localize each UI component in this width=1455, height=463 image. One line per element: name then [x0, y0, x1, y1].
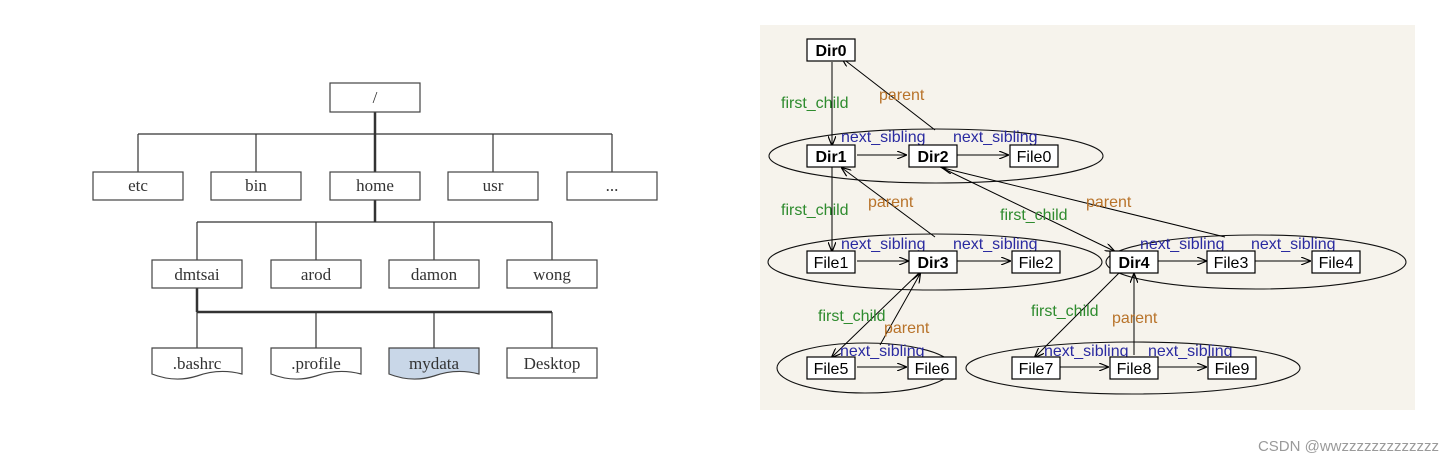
tree-node-label: ... [606, 176, 619, 195]
edge-label-next-sibling: next_sibling [953, 236, 1038, 253]
tree-node-bin: bin [210, 171, 302, 201]
tree-node-label: .profile [291, 354, 341, 373]
node-file8: File8 [1109, 356, 1159, 380]
edge-label-parent: parent [879, 87, 925, 104]
edge-label-next-sibling: next_sibling [1251, 236, 1336, 253]
edge-label-next-sibling: next_sibling [1148, 343, 1233, 360]
node-label: File0 [1017, 149, 1052, 166]
tree-node-root: / [329, 82, 421, 113]
node-file4: File4 [1311, 250, 1361, 274]
tree-node-profile: .profile [270, 347, 362, 380]
node-label: File4 [1319, 255, 1354, 272]
node-label: Dir0 [815, 43, 846, 60]
tree-node-mydata: mydata [388, 347, 480, 380]
edge-label-first-child: first_child [781, 95, 849, 112]
node-file2: File2 [1011, 250, 1061, 274]
edge-label-next-sibling: next_sibling [1044, 343, 1129, 360]
edge-label-parent: parent [884, 320, 930, 337]
tree-node-ellipsis: ... [566, 171, 658, 201]
diagram-background [760, 25, 1415, 410]
node-label: Dir2 [917, 149, 948, 166]
edge-label-first-child: first_child [781, 202, 849, 219]
node-file5: File5 [806, 356, 856, 380]
tree-node-wong: wong [506, 259, 598, 289]
node-file3: File3 [1206, 250, 1256, 274]
tree-node-label: home [356, 176, 394, 195]
tree-node-usr: usr [447, 171, 539, 201]
edge-label-next-sibling: next_sibling [1140, 236, 1225, 253]
tree-node-label: bin [245, 176, 267, 195]
node-label: File2 [1019, 255, 1054, 272]
csdn-watermark: CSDN @wwzzzzzzzzzzzzz [1257, 438, 1439, 455]
node-label: Dir3 [917, 255, 948, 272]
sibling-group-ellipses [767, 128, 1407, 395]
edge-label-first-child: first_child [1031, 303, 1099, 320]
node-label: File5 [814, 361, 849, 378]
node-label: File9 [1215, 361, 1250, 378]
tree-node-etc: etc [92, 171, 184, 201]
node-label: File1 [814, 255, 849, 272]
tree-node-label: dmtsai [174, 265, 220, 284]
node-label: Dir1 [815, 149, 846, 166]
node-label: File3 [1214, 255, 1249, 272]
node-dir3: Dir3 [908, 250, 958, 274]
edge-label-first-child: first_child [818, 308, 886, 325]
tree-node-label: Desktop [524, 354, 581, 373]
graph-nodes: Dir0 Dir1 Dir2 File0 File1 Dir3 [806, 38, 1361, 380]
node-file0: File0 [1009, 144, 1059, 168]
edge-label-next-sibling: next_sibling [841, 236, 926, 253]
tree-node-label: arod [301, 265, 332, 284]
tree-node-arod: arod [270, 259, 362, 289]
edge-label-parent: parent [1086, 194, 1132, 211]
edge-label-next-sibling: next_sibling [841, 129, 926, 146]
edge-label-parent: parent [868, 194, 914, 211]
edges [832, 58, 1310, 367]
tree-node-label: etc [128, 176, 148, 195]
node-dir4: Dir4 [1109, 250, 1159, 274]
tree-node-label: damon [411, 265, 458, 284]
node-dir1: Dir1 [806, 144, 856, 168]
node-file9: File9 [1207, 356, 1257, 380]
node-label: File8 [1117, 361, 1152, 378]
tree-node-label: mydata [409, 354, 459, 373]
node-file1: File1 [806, 250, 856, 274]
tree-node-label: wong [533, 265, 571, 284]
directory-tree: / etc bin home usr ... dmtsai [92, 82, 658, 380]
tree-node-label: / [373, 88, 378, 107]
tree-node-desktop: Desktop [506, 347, 598, 379]
edge-label-first-child: first_child [1000, 207, 1068, 224]
node-label: File7 [1019, 361, 1054, 378]
tree-node-label: .bashrc [173, 354, 222, 373]
node-dir2: Dir2 [908, 144, 958, 168]
tree-node-label: usr [483, 176, 504, 195]
tree-connectors [137, 112, 613, 348]
tree-node-bashrc: .bashrc [151, 347, 243, 380]
tree-node-dmtsai: dmtsai [151, 259, 243, 289]
edge-labels: first_child first_child first_child firs… [781, 87, 1336, 360]
edge-label-parent: parent [1112, 310, 1158, 327]
node-file6: File6 [907, 356, 957, 380]
tree-node-home: home [329, 171, 421, 201]
node-file7: File7 [1011, 356, 1061, 380]
edge-label-next-sibling: next_sibling [840, 343, 925, 360]
node-dir0: Dir0 [806, 38, 856, 62]
node-label: File6 [915, 361, 950, 378]
tree-node-damon: damon [388, 259, 480, 289]
child-sibling-diagram: first_child first_child first_child firs… [760, 25, 1415, 410]
edge-label-next-sibling: next_sibling [953, 129, 1038, 146]
node-label: Dir4 [1118, 255, 1149, 272]
